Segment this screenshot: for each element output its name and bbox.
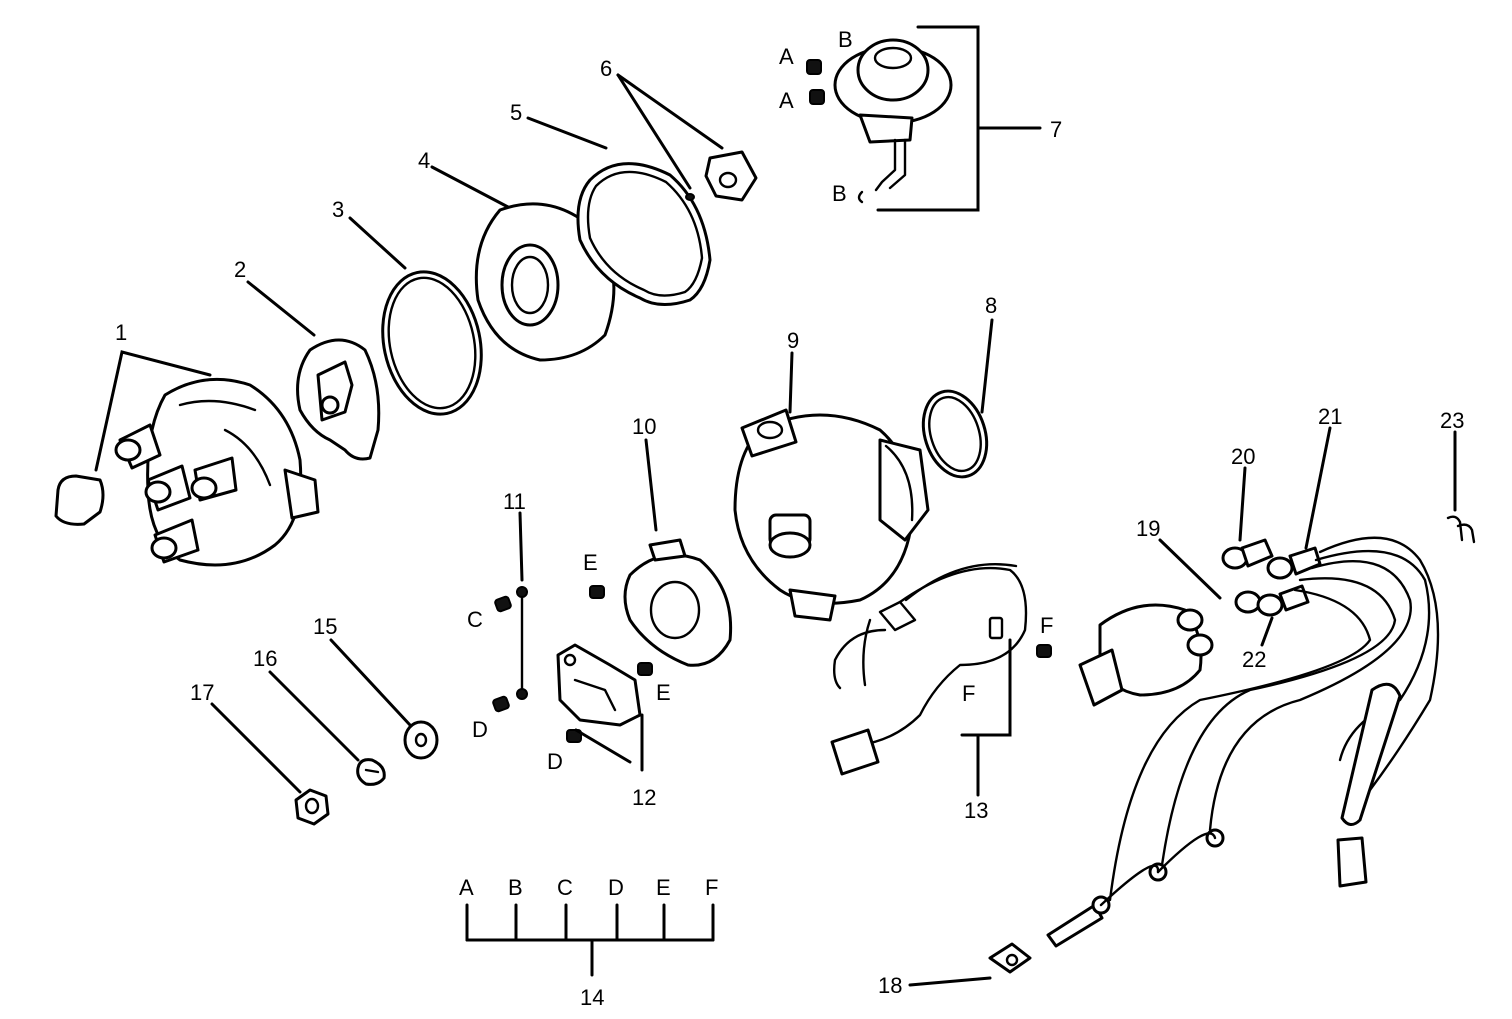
part-16-clip [356, 758, 386, 786]
part-9-housing [733, 408, 930, 622]
part-11-link-rod [516, 586, 528, 700]
letter-d: D [608, 875, 624, 900]
part-23-clip [1446, 515, 1476, 544]
callout-6: 6 [600, 56, 612, 81]
part-6-clip [685, 150, 758, 202]
letter-c: C [467, 607, 483, 632]
part-18-sensor [988, 942, 1032, 974]
callout-22: 22 [1242, 647, 1266, 672]
callout-1: 1 [115, 320, 127, 345]
part-3-o-ring [381, 270, 483, 416]
bracket-7 [876, 25, 1042, 212]
part-21-terminal [1266, 546, 1322, 580]
callout-17: 17 [190, 680, 214, 705]
callout-14: 14 [580, 985, 604, 1010]
letter-e: E [656, 875, 671, 900]
callout-21: 21 [1318, 404, 1342, 429]
callout-18: 18 [878, 973, 902, 998]
part-2-rotor [296, 338, 381, 461]
callout-16: 16 [253, 646, 277, 671]
bracket-14 [465, 903, 715, 977]
part-12-module-bracket [556, 643, 642, 727]
letter-a: A [459, 875, 474, 900]
letter-f: F [962, 681, 975, 706]
callout-letters: A A B B C D D E E F F A B C D E F [459, 27, 1053, 900]
callout-7: 7 [1050, 117, 1062, 142]
screws [492, 585, 1052, 743]
part-17-nut [294, 788, 330, 826]
bracket-12 [574, 713, 644, 772]
part-15-washer [403, 720, 439, 760]
callout-11: 11 [503, 489, 526, 514]
part-19-small-distributor [1078, 603, 1214, 707]
letter-e: E [656, 680, 671, 705]
callout-12: 12 [632, 785, 656, 810]
leader-lines [94, 73, 1457, 987]
part-20-terminal [1221, 538, 1274, 570]
bracket-13 [960, 638, 1012, 797]
letter-d: D [547, 749, 563, 774]
letter-d: D [472, 717, 488, 742]
part-8-seal-ring [921, 389, 989, 479]
callout-4: 4 [418, 148, 430, 173]
letter-c: C [557, 875, 573, 900]
part-5-gasket [576, 162, 712, 306]
letter-b: B [838, 27, 853, 52]
callout-9: 9 [787, 328, 799, 353]
letter-e: E [583, 550, 598, 575]
callout-numbers: 1 2 3 4 5 6 7 8 9 10 11 12 13 14 15 16 1… [115, 56, 1464, 1010]
callout-20: 20 [1231, 444, 1255, 469]
part-10-breaker-plate [623, 538, 733, 667]
part-1-distributor-cap [54, 377, 320, 567]
letter-a: A [779, 44, 794, 69]
spark-plug-wires [1046, 536, 1440, 948]
callout-8: 8 [985, 293, 997, 318]
callout-19: 19 [1136, 516, 1160, 541]
callout-10: 10 [632, 414, 656, 439]
letter-a: A [779, 88, 794, 113]
letter-f: F [705, 875, 718, 900]
part-7-vacuum-advance [806, 38, 953, 204]
letter-f: F [1040, 613, 1053, 638]
callout-13: 13 [964, 798, 988, 823]
callout-2: 2 [234, 257, 246, 282]
callout-3: 3 [332, 197, 344, 222]
letter-b: B [832, 181, 847, 206]
callout-23: 23 [1440, 408, 1464, 433]
callout-15: 15 [313, 614, 337, 639]
callout-5: 5 [510, 100, 522, 125]
letter-b: B [508, 875, 523, 900]
